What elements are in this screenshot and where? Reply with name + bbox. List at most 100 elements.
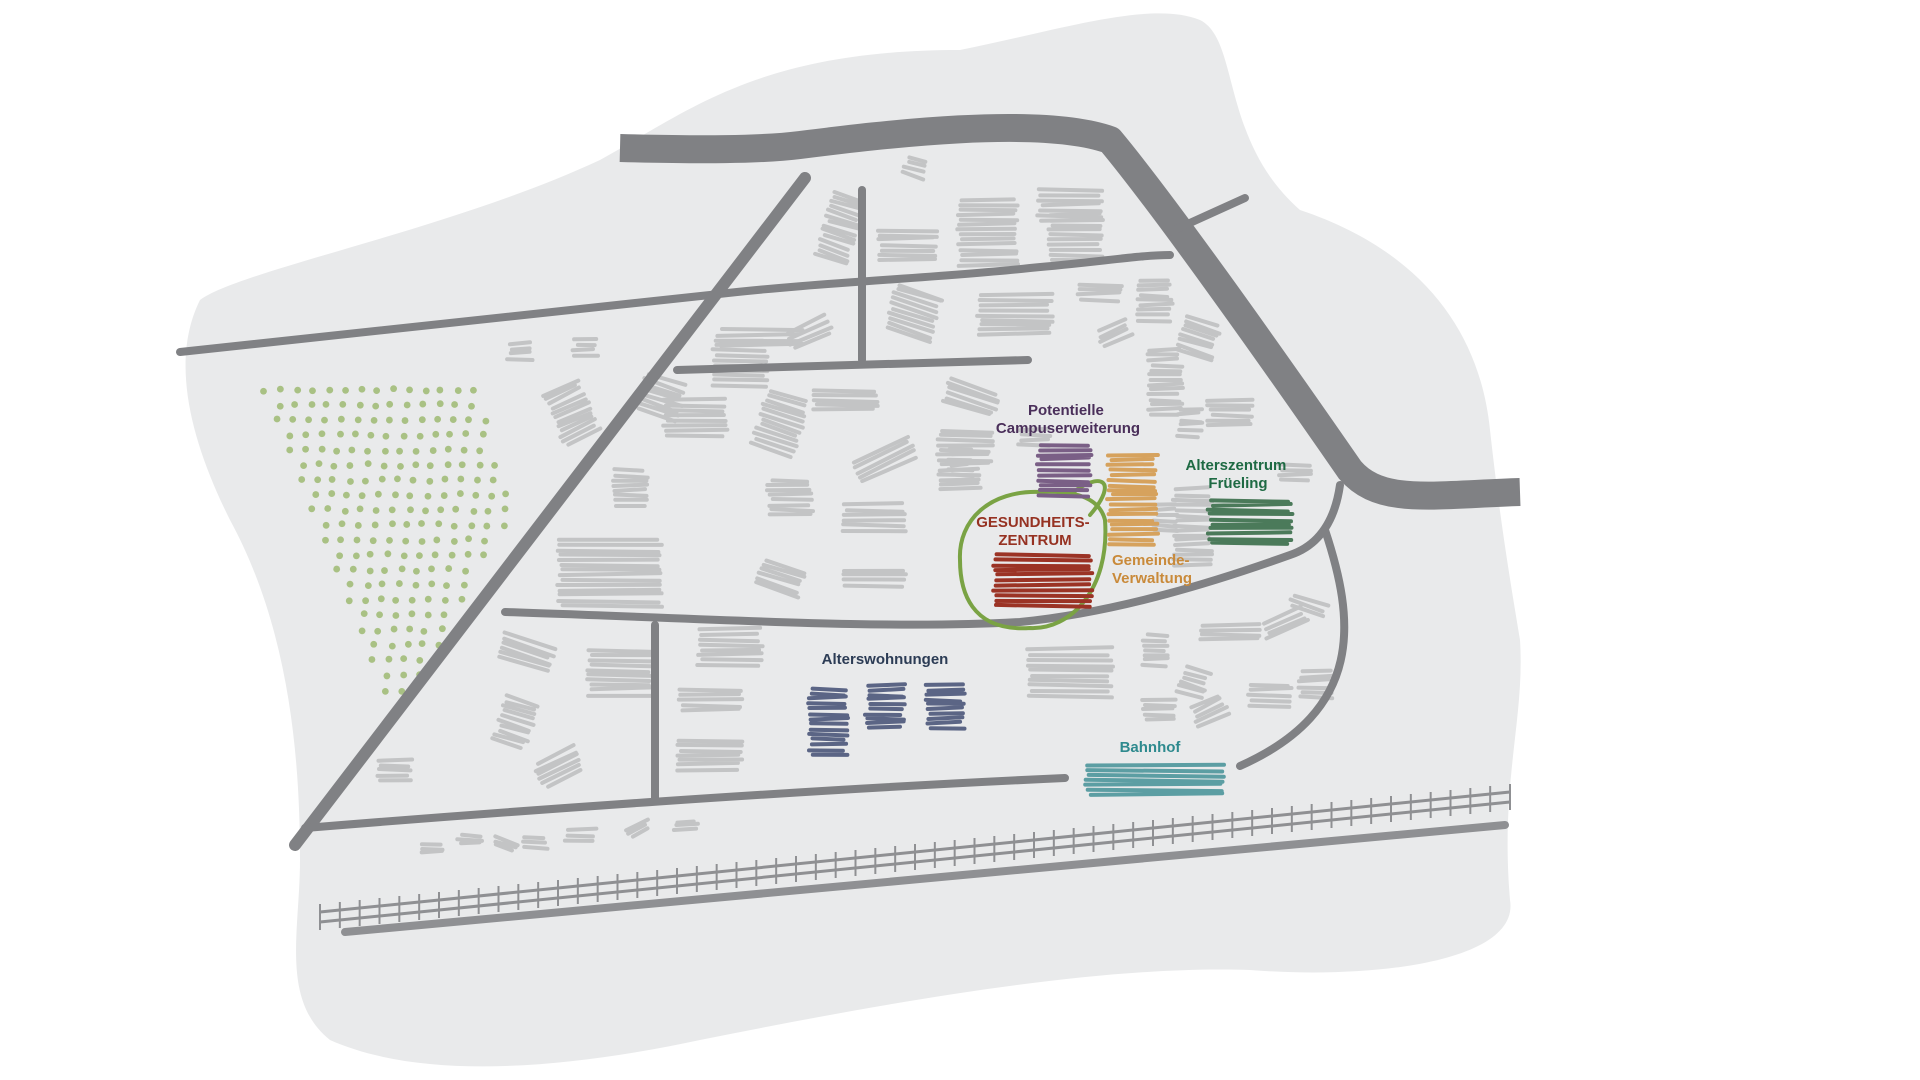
tree-dot xyxy=(358,385,366,393)
label-gesundheitszentrum: GESUNDHEITS- ZENTRUM xyxy=(976,514,1094,549)
tree-dot xyxy=(398,565,406,573)
tree-dot xyxy=(450,522,458,530)
tree-dot xyxy=(382,447,389,455)
label-gemeinde-verwaltung: Gemeinde- Verwaltung xyxy=(1112,552,1194,587)
hatch-block xyxy=(419,842,445,855)
tree-dot xyxy=(388,642,396,650)
tree-dot xyxy=(302,445,309,453)
tree-dot xyxy=(450,538,458,545)
hatch-block xyxy=(633,372,688,424)
tree-dot xyxy=(366,567,374,575)
tree-dot xyxy=(418,416,426,424)
hatch-block xyxy=(533,743,583,789)
hatch-block xyxy=(562,826,599,843)
tree-dot xyxy=(322,521,330,529)
tree-dot xyxy=(432,430,440,438)
tree-dot xyxy=(406,386,413,394)
hatch-block xyxy=(941,376,1000,416)
tree-dot xyxy=(346,462,354,469)
tree-dot xyxy=(426,462,434,470)
hatch-block xyxy=(748,389,808,460)
tree-dot xyxy=(351,430,359,438)
gesundheitszentrum-building xyxy=(991,552,1095,609)
alterswohnungen-buildings xyxy=(806,682,967,757)
tree-dot xyxy=(480,551,487,559)
hatch-block xyxy=(1198,622,1262,642)
tree-dot xyxy=(462,567,469,575)
tree-dot xyxy=(408,610,416,618)
tree-dot xyxy=(395,580,403,587)
hatch-block xyxy=(505,340,535,362)
tree-dot xyxy=(378,580,386,588)
tree-dot xyxy=(426,477,434,485)
tree-dot xyxy=(337,415,345,423)
hatch-block xyxy=(1140,632,1170,669)
tree-dot xyxy=(366,550,374,558)
hatch-block xyxy=(765,478,815,517)
hatch-block xyxy=(1174,664,1213,700)
tree-dot xyxy=(407,506,414,514)
tree-dot xyxy=(464,550,472,558)
hatch-block xyxy=(1135,278,1175,324)
tree-dot xyxy=(337,536,344,544)
hatch-block xyxy=(1246,683,1294,709)
tree-dot xyxy=(364,582,372,589)
tree-dot xyxy=(500,522,508,530)
tree-dot xyxy=(400,655,408,663)
tree-dot xyxy=(377,595,385,603)
hatch-block xyxy=(675,738,745,773)
tree-dot xyxy=(356,505,364,513)
tree-dot xyxy=(381,567,388,574)
hatch-block xyxy=(1151,502,1180,533)
tree-dot xyxy=(448,551,456,559)
road-network xyxy=(176,113,1521,851)
tree-dot xyxy=(364,460,372,468)
tree-dot xyxy=(465,535,472,543)
tree-dot xyxy=(418,538,426,545)
tree-dot xyxy=(352,552,360,560)
label-bahnhof: Bahnhof xyxy=(1120,739,1182,756)
tree-dot xyxy=(452,505,460,513)
tree-dot xyxy=(347,478,354,485)
tree-dot xyxy=(400,432,408,440)
tree-dot xyxy=(390,385,397,393)
tree-dot xyxy=(376,611,383,619)
hatch-block xyxy=(1016,426,1053,448)
tree-dot xyxy=(431,551,439,559)
tree-dot xyxy=(456,490,464,497)
tree-dot xyxy=(381,687,389,695)
gemeinde-verwaltung-building xyxy=(1105,453,1160,547)
hatch-block xyxy=(841,568,908,589)
hatch-block xyxy=(585,648,655,698)
hatch-block xyxy=(455,832,484,846)
hatch-block xyxy=(611,467,650,508)
hatch-block xyxy=(1205,397,1255,428)
hatch-block xyxy=(840,501,908,534)
tree-dot xyxy=(403,401,411,409)
tree-dot xyxy=(330,462,338,470)
tree-dot xyxy=(348,446,356,454)
hatch-block xyxy=(876,228,940,262)
tree-dot xyxy=(484,507,492,515)
hatch-block xyxy=(863,682,907,730)
tree-dot xyxy=(424,595,432,603)
tree-dot xyxy=(321,416,328,424)
tree-dot xyxy=(353,536,361,544)
tree-dot xyxy=(470,508,478,515)
tree-dot xyxy=(488,492,496,500)
label-alterszentrum: Alterszentrum Früeling xyxy=(1185,457,1290,492)
tree-dot xyxy=(489,476,497,484)
hatch-block xyxy=(624,817,650,839)
tree-dot xyxy=(294,386,302,394)
tree-dot xyxy=(392,491,399,499)
tree-dot xyxy=(420,627,428,635)
tree-dot xyxy=(305,416,312,424)
tree-dot xyxy=(440,611,448,619)
tree-dot xyxy=(440,492,448,499)
tree-dot xyxy=(491,461,498,469)
tree-dot xyxy=(338,520,346,528)
tree-dot xyxy=(482,417,490,425)
tree-dot xyxy=(378,475,386,483)
tree-dot xyxy=(342,491,350,499)
tree-dot xyxy=(476,447,484,455)
